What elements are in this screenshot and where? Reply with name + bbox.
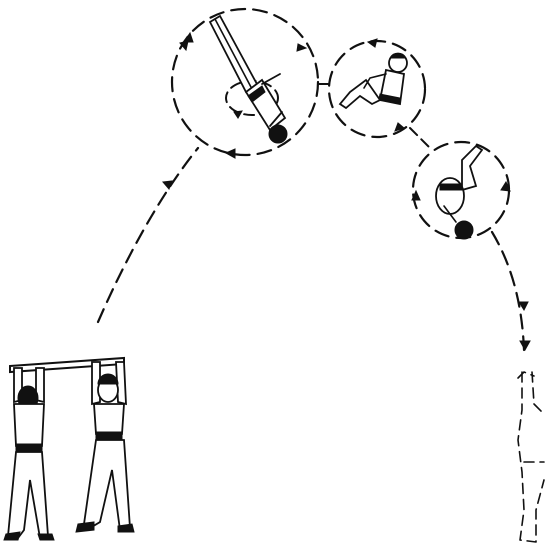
gymnast-layout bbox=[210, 16, 287, 143]
gymnast-left bbox=[4, 368, 54, 540]
rotation-arrow-2a bbox=[368, 39, 377, 47]
belt-left bbox=[16, 444, 42, 452]
legs-left bbox=[8, 452, 48, 538]
arrow-ascent-1 bbox=[163, 181, 172, 189]
arrow-descent-2 bbox=[520, 341, 530, 350]
belt-right bbox=[96, 432, 122, 440]
rotation-circle-layout bbox=[172, 9, 318, 158]
torso-right bbox=[94, 404, 124, 434]
horizontal-bar bbox=[10, 358, 124, 372]
rotation-circle-tuck bbox=[329, 39, 425, 137]
torso-tuck-2 bbox=[436, 178, 464, 214]
legs-tuck-2 bbox=[462, 146, 482, 190]
starting-gymnasts bbox=[4, 358, 134, 540]
head-tuck-2 bbox=[455, 221, 473, 239]
landing-gymnast-outline bbox=[518, 372, 544, 542]
gymnast-tuck-1 bbox=[340, 53, 407, 108]
rotation-arrow-1a bbox=[184, 33, 193, 42]
legs-tuck-1 bbox=[340, 80, 380, 108]
direction-arrows bbox=[163, 41, 530, 350]
flight-trajectory bbox=[98, 84, 524, 350]
gymnast-tuck-2 bbox=[436, 146, 482, 239]
rotation-path-circle-2 bbox=[329, 41, 425, 137]
arrow-descent-1 bbox=[519, 302, 528, 310]
rotation-circle-tuck-2 bbox=[412, 142, 510, 239]
trajectory-link-2 bbox=[410, 128, 432, 150]
rotation-arrow-1b bbox=[226, 149, 235, 158]
trajectory-ascent bbox=[98, 148, 198, 322]
legs-right bbox=[84, 440, 130, 530]
twist-arrow bbox=[234, 111, 242, 118]
landing-outline bbox=[518, 372, 544, 542]
torso-left bbox=[14, 404, 44, 446]
torso-layout bbox=[246, 80, 285, 130]
belt-tuck-2 bbox=[440, 184, 462, 190]
rotation-arrow-1c bbox=[297, 44, 306, 51]
head-layout bbox=[269, 125, 287, 143]
trajectory-descent bbox=[492, 232, 524, 350]
gymnast-right bbox=[76, 362, 134, 532]
